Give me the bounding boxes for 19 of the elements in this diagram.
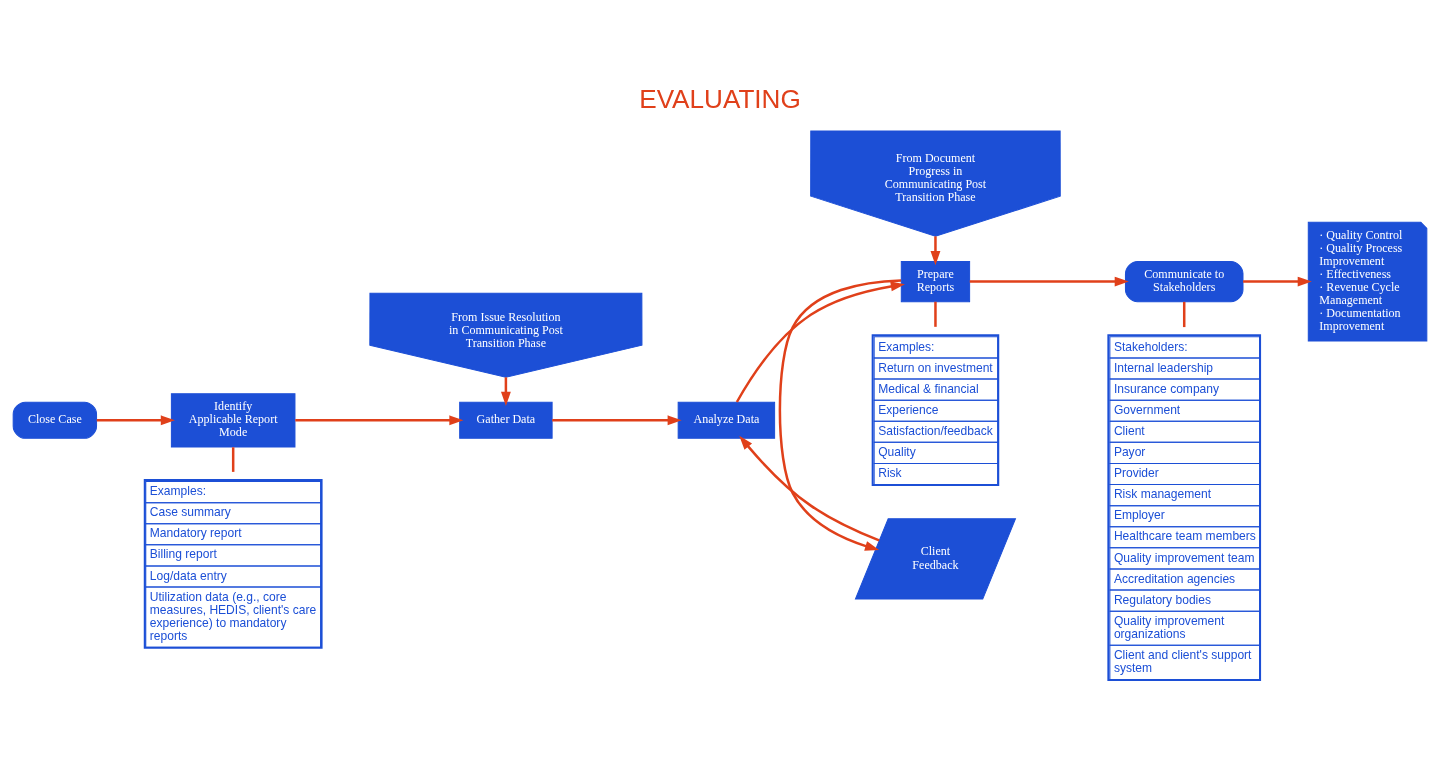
node-box: Identify Applicable Report Mode (170, 392, 296, 447)
arrow (552, 414, 682, 425)
node-box: Analyze Data (677, 401, 776, 439)
connector (1182, 301, 1186, 327)
arrow (295, 414, 464, 425)
node-box: Communicate to Stakeholders (1124, 260, 1244, 302)
node-box: Prepare Reports (900, 260, 971, 302)
arrow (735, 281, 905, 403)
connector (231, 446, 235, 472)
diagram-title: EVALUATING (639, 83, 801, 114)
node-box: Close Case (12, 401, 98, 439)
arrow (1243, 276, 1312, 287)
connector (934, 301, 937, 327)
arrow (96, 414, 175, 425)
node-box: Gather Data (459, 401, 553, 439)
arrow (778, 278, 902, 551)
arrow (739, 435, 880, 542)
arrow (930, 235, 941, 265)
arrow (969, 276, 1129, 287)
